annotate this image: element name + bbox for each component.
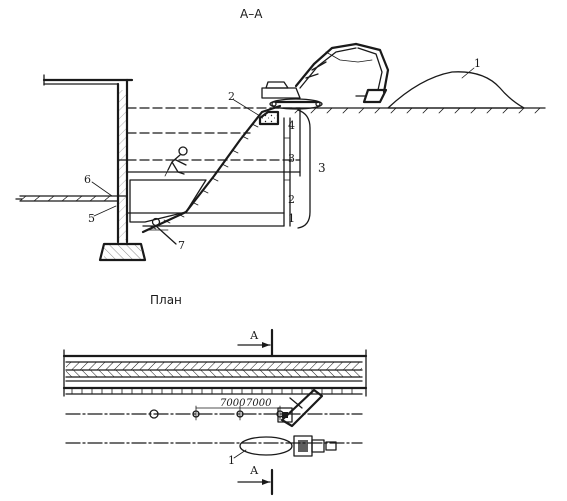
plan-title: План (150, 293, 182, 307)
shoring (283, 109, 301, 227)
cut-label-bottom: А (250, 464, 259, 477)
design-levels (126, 107, 301, 227)
callout-spoil-pile: 1 (474, 57, 481, 70)
left-ground (15, 195, 119, 202)
callout-bench-upper: 2 (228, 90, 235, 103)
slope (141, 104, 282, 234)
beam (42, 74, 134, 86)
drain-pipe (145, 217, 177, 245)
plan-callout-spoil: 1 (228, 454, 235, 467)
plan-lower-line (65, 435, 363, 459)
plan-strips (62, 349, 368, 397)
section-title: А–А (240, 7, 263, 21)
callout-tier-2: 2 (288, 193, 295, 206)
callout-drain: 7 (178, 239, 185, 252)
cut-marker-top (237, 328, 274, 358)
leaders (91, 67, 475, 217)
spoil-pile (387, 71, 525, 109)
depth-bracket (297, 109, 311, 229)
callout-tier-1: 1 (288, 212, 295, 225)
right-ground (275, 107, 546, 114)
retaining-wall (98, 78, 147, 262)
fill-zone (129, 179, 207, 223)
dim-label-2: 7000 (246, 398, 272, 409)
callout-tier-4: 4 (288, 119, 295, 132)
plan-axis (65, 405, 363, 421)
cut-marker-bottom (237, 468, 274, 496)
excavator-icon (261, 42, 390, 110)
callout-tier-3: 3 (288, 152, 295, 165)
worker-icon (164, 146, 188, 177)
bench (258, 110, 280, 126)
dim-label-1: 7000 (220, 398, 246, 409)
callout-anchor: 5 (88, 212, 95, 225)
plan-excavator-icon (277, 388, 324, 428)
callout-total-depth: 3 (318, 161, 326, 175)
callout-wall: 6 (84, 173, 91, 186)
cut-label-top: А (250, 329, 259, 342)
